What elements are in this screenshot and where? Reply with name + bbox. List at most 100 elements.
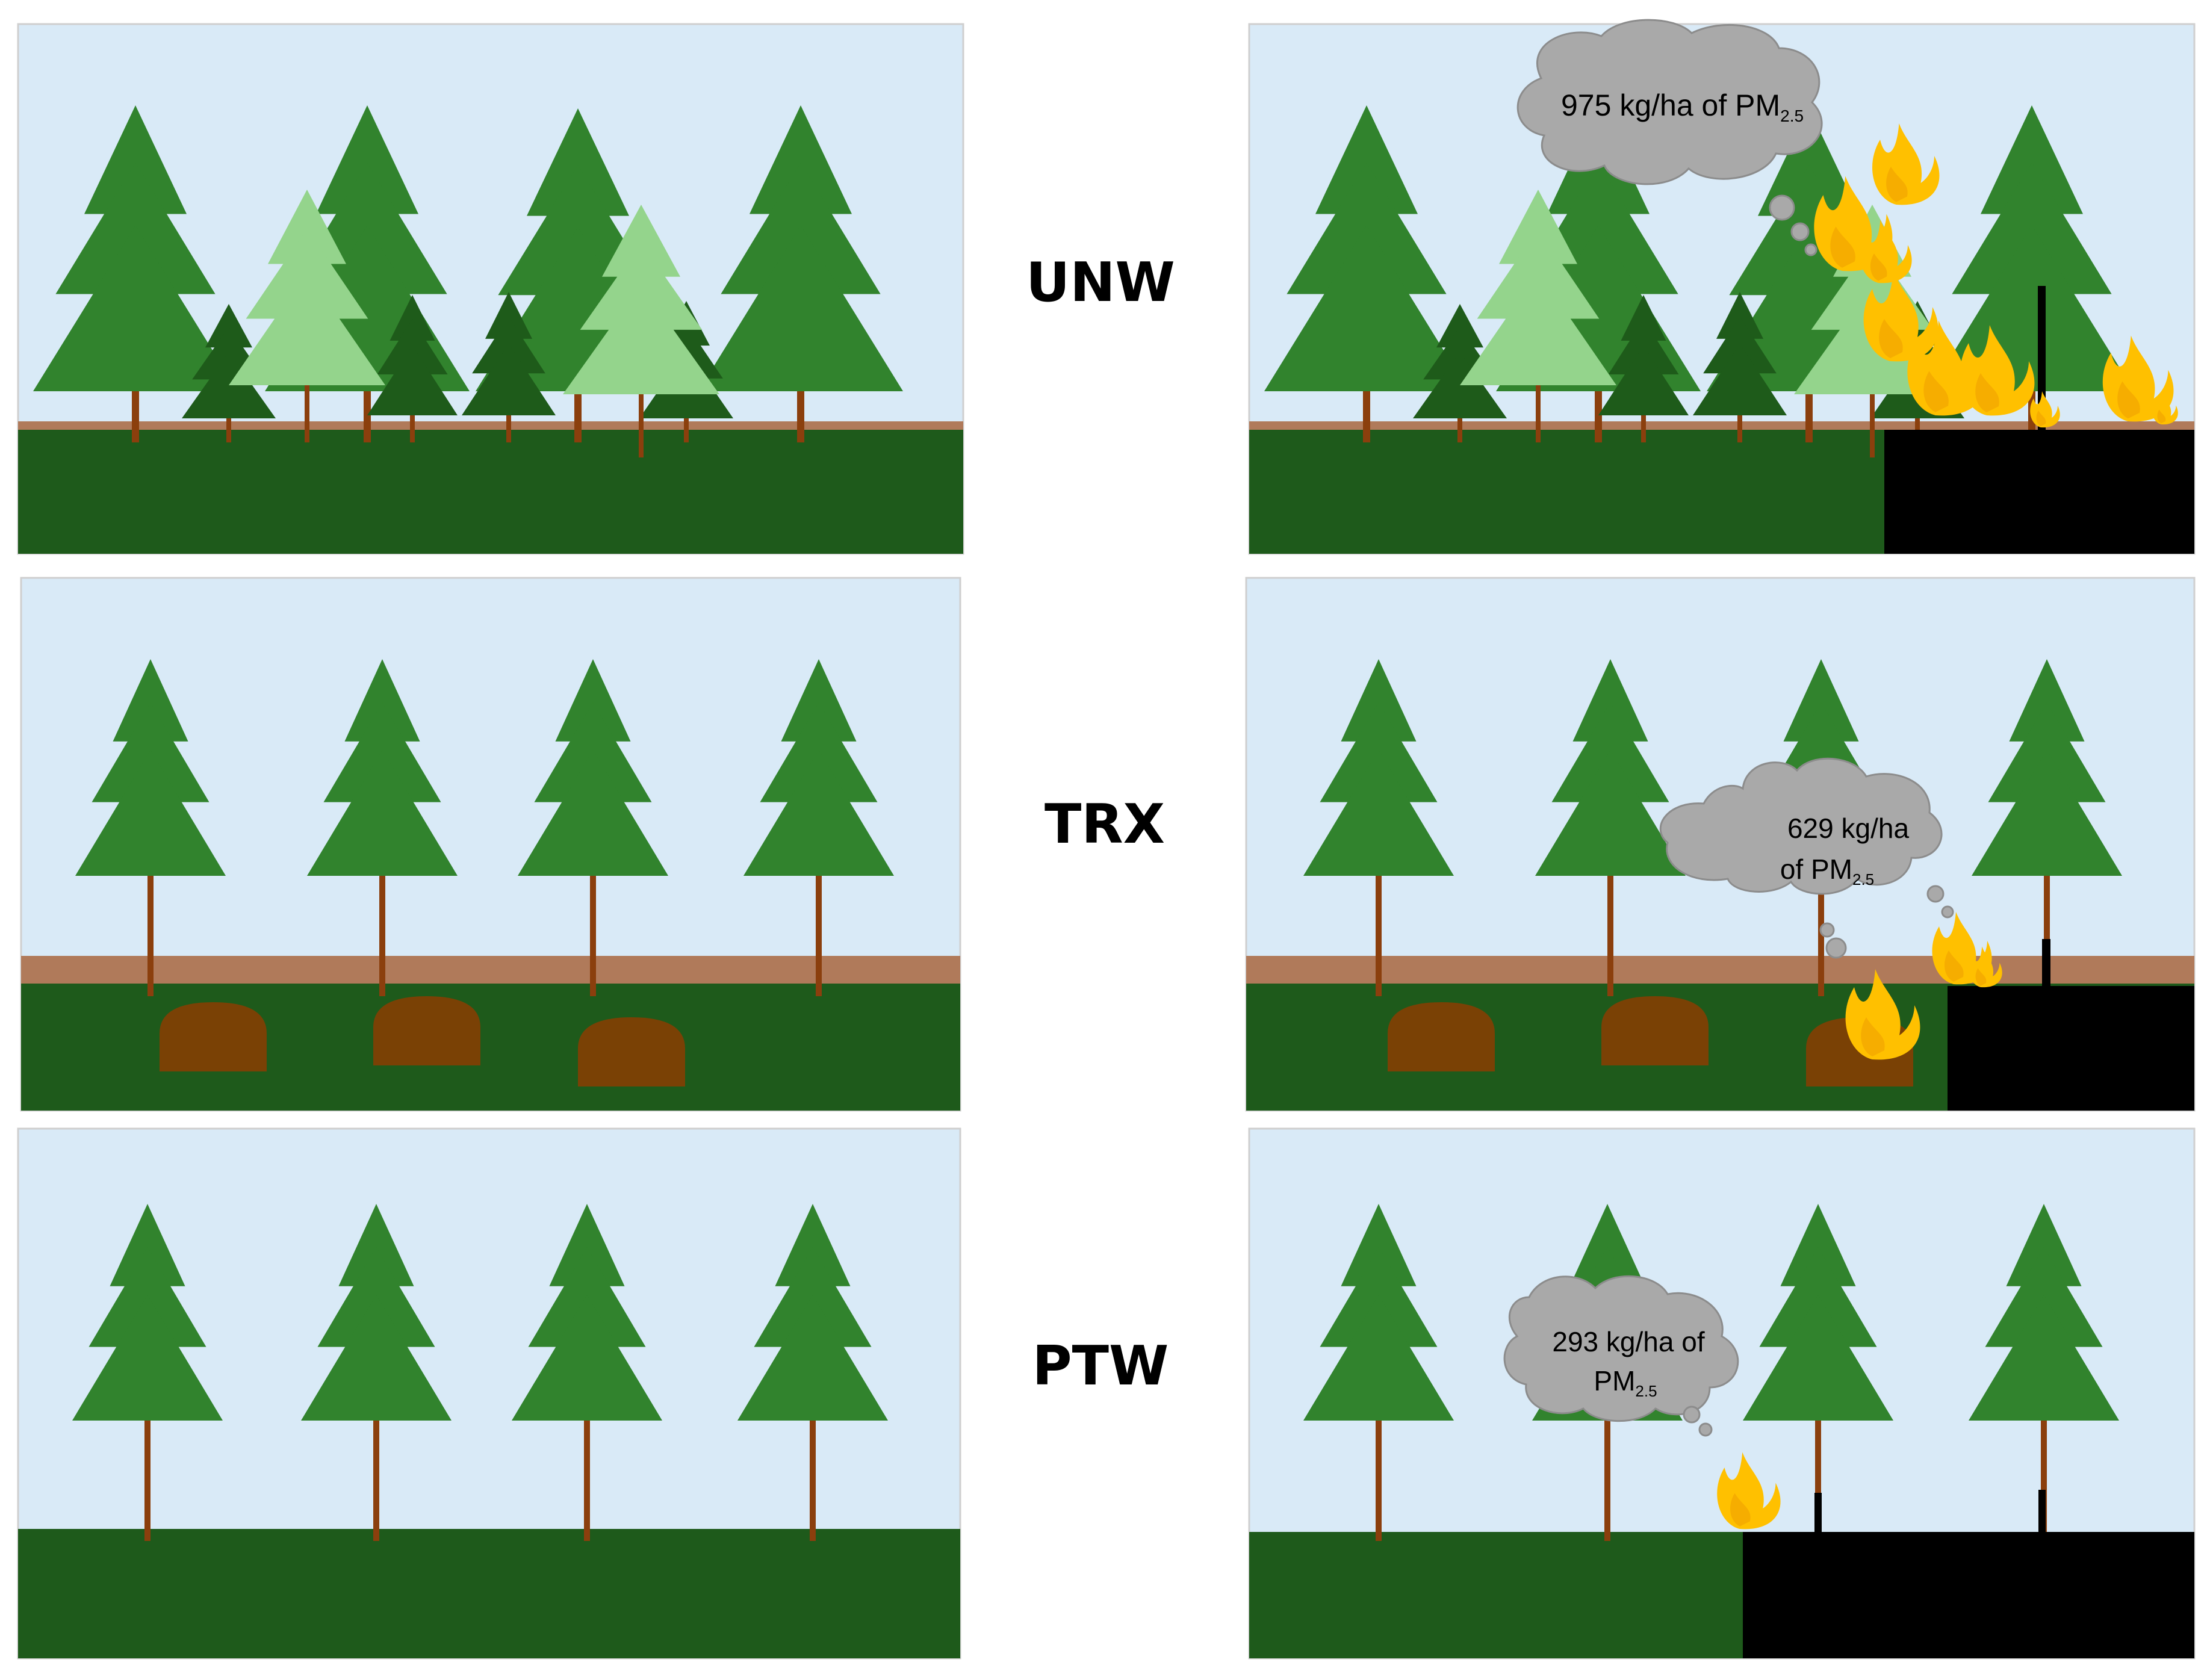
tree-trunk <box>1363 385 1370 442</box>
tree-trunk <box>797 385 804 442</box>
flame-core <box>1923 371 1949 412</box>
pine-tree <box>698 105 903 442</box>
tree-trunk <box>574 385 582 442</box>
flame-core <box>1870 253 1887 281</box>
tree-foliage <box>229 271 385 385</box>
tree-foliage <box>113 659 188 742</box>
tree-foliage <box>1413 352 1507 418</box>
tree-foliage <box>1743 1295 1893 1421</box>
tree-foliage <box>344 659 420 742</box>
tree-trunk <box>684 412 689 442</box>
tree-trunk <box>364 385 371 442</box>
pine-tree <box>75 659 226 996</box>
tree-trunk <box>1641 409 1646 442</box>
tree-trunk <box>1737 409 1742 442</box>
flames <box>1717 1452 1781 1530</box>
pine-tree <box>1535 659 1686 996</box>
tree-foliage <box>1780 1204 1856 1286</box>
tree-trunk <box>305 379 309 442</box>
tree-foliage <box>268 190 346 264</box>
tree-foliage <box>1621 295 1666 341</box>
tree-trunk <box>1604 1415 1610 1541</box>
pine-tree <box>72 1204 223 1541</box>
tree-trunk <box>639 388 644 457</box>
pine-tree <box>229 190 385 442</box>
tree-foliage <box>316 105 418 214</box>
tree-trunk <box>810 1415 816 1541</box>
burned-area <box>1743 1532 2194 1658</box>
tree-trunk <box>1457 412 1462 442</box>
emission-label: 629 kg/ha <box>1787 813 1909 844</box>
emission-label: 975 kg/ha of PM2.5 <box>1561 88 1804 125</box>
tree-foliage <box>750 105 852 214</box>
tree-foliage <box>338 1204 414 1286</box>
tree-foliage <box>775 1204 851 1286</box>
tree-foliage <box>182 352 276 418</box>
tree-foliage <box>1572 659 1648 742</box>
pine-tree <box>1598 295 1689 442</box>
smoke-cloud: 293 kg/ha of PM2.5 <box>1503 1275 1739 1437</box>
tree-foliage <box>1598 346 1689 415</box>
tree-foliage <box>1264 225 1469 391</box>
treatment-label-unw: UNW <box>1026 251 1175 314</box>
tree-foliage <box>1341 1204 1417 1286</box>
tree-foliage <box>1460 271 1616 385</box>
pine-tree <box>1693 292 1787 442</box>
flame-core <box>1730 1493 1751 1527</box>
tree-trunk <box>373 1415 379 1541</box>
tree-foliage <box>72 1295 223 1421</box>
tree-foliage <box>1303 750 1454 876</box>
tree-foliage <box>555 659 631 742</box>
flames <box>1845 912 2002 1060</box>
tree-foliage <box>743 750 894 876</box>
smoke-cloud: 629 kg/ha of PM2.5 <box>1659 757 1954 959</box>
pine-tree <box>462 292 556 442</box>
tree-foliage <box>462 344 556 415</box>
tree-foliage <box>1341 659 1417 742</box>
tree-trunk <box>144 1415 151 1541</box>
flame-core <box>2036 411 2046 426</box>
tree-foliage <box>1981 105 2083 214</box>
tree-foliage <box>390 295 435 341</box>
tree-foliage <box>301 1295 452 1421</box>
tree-foliage <box>1499 190 1577 264</box>
charred-trunk <box>2038 1490 2046 1535</box>
pine-tree <box>743 659 894 996</box>
flame-core <box>1975 968 1987 986</box>
slash-piles <box>160 996 685 1086</box>
pine-tree <box>737 1204 888 1541</box>
tree-trunk <box>226 412 231 442</box>
pine-tree <box>1264 105 1469 442</box>
tree-foliage <box>1693 344 1787 415</box>
pine-tree <box>1303 659 1454 996</box>
tree-foliage <box>110 1204 185 1286</box>
litter-layer <box>18 421 963 430</box>
burned-area <box>1884 430 2194 554</box>
slash-pile <box>373 996 480 1065</box>
tree-foliage <box>1315 105 1418 214</box>
pine-tree <box>301 1204 452 1541</box>
pine-tree <box>1972 659 2122 996</box>
flame-core <box>1861 1017 1885 1056</box>
trees <box>75 659 894 996</box>
tree-foliage <box>367 346 458 415</box>
pine-tree <box>518 659 668 996</box>
tree-foliage <box>737 1295 888 1421</box>
tree-trunk <box>1607 870 1613 996</box>
slash-pile <box>1601 996 1709 1065</box>
tree-trunk <box>2041 1415 2047 1541</box>
flame-core <box>1830 226 1855 268</box>
tree-foliage <box>1535 750 1686 876</box>
pine-tree <box>1743 1204 1893 1541</box>
unw-before-panel <box>17 23 964 555</box>
flame-core <box>2157 409 2166 424</box>
tree-foliage <box>1972 750 2122 876</box>
pine-tree <box>307 659 458 996</box>
tree-trunk <box>1915 412 1920 442</box>
slash-pile <box>578 1017 685 1086</box>
tree-foliage <box>1969 1295 2119 1421</box>
pine-tree <box>33 105 238 442</box>
tree-trunk <box>1870 388 1875 457</box>
tree-trunk <box>1376 870 1382 996</box>
